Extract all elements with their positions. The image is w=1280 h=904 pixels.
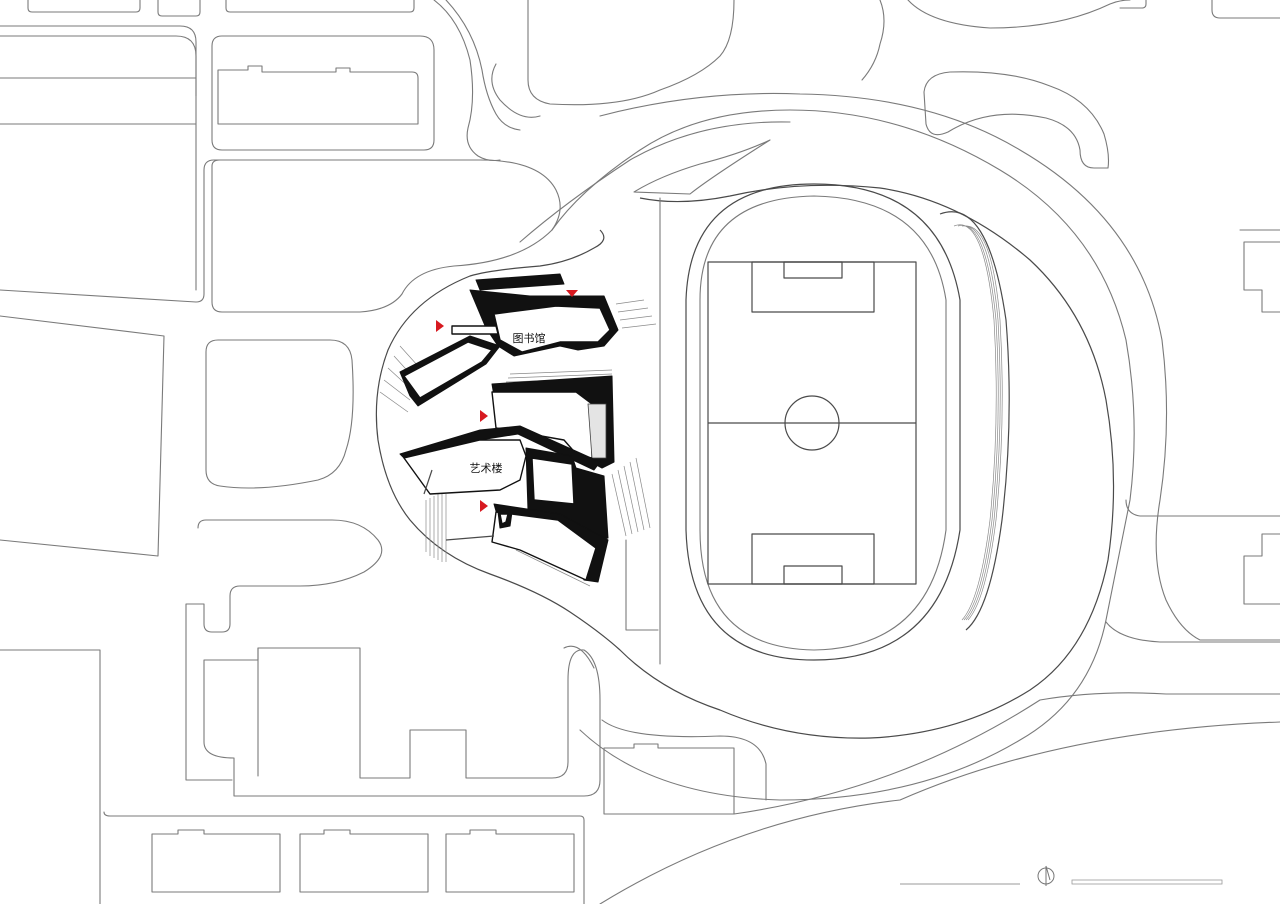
entrance-markers [436,290,578,512]
sports-field [685,183,1010,661]
plaza-steps [379,299,657,587]
bottom-blocks [0,539,1280,904]
library-label: 图书馆 [513,331,546,345]
entrance-triangle-icon [480,500,488,512]
roads [433,0,1280,801]
top-left-building [217,65,419,125]
entrance-triangle-icon [566,290,578,297]
left-blocks [0,35,561,781]
library-building: 图书馆 [399,273,619,407]
art-building: 艺术楼 [399,375,615,583]
plaza-circle [375,139,1115,739]
entrance-triangle-icon [436,320,444,332]
scale-bar-icon [900,879,1223,885]
top-blocks [0,0,435,151]
north-arrow-icon [1037,865,1055,886]
art-building-label: 艺术楼 [470,461,503,475]
entrance-triangle-icon [480,410,488,422]
